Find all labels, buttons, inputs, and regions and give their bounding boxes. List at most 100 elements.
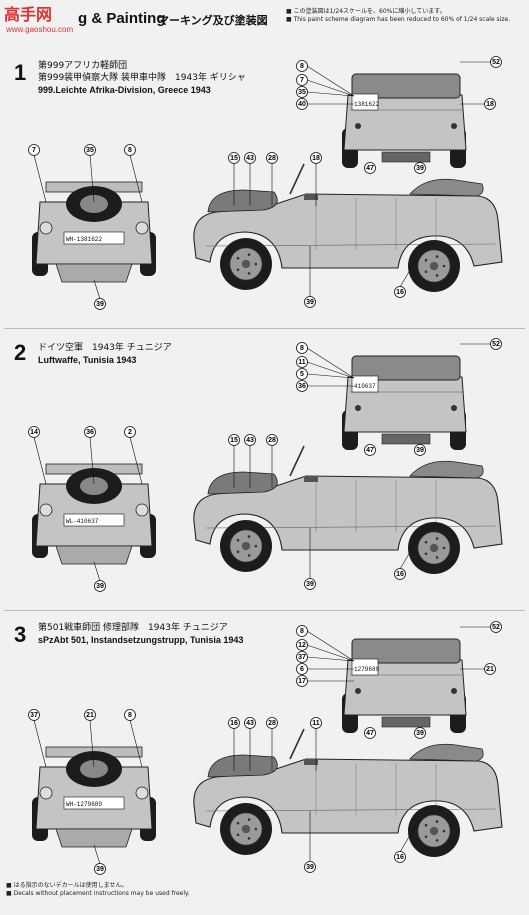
rear-plate-number: 410637	[354, 383, 376, 390]
spare-tire-side	[207, 754, 278, 778]
wheel	[408, 522, 460, 574]
callout: 39	[414, 444, 426, 456]
callout-label: 36	[86, 429, 94, 436]
callout-label: 39	[96, 583, 104, 590]
callout-label: 12	[298, 642, 306, 649]
wheel	[408, 805, 460, 857]
callout: 8	[296, 342, 308, 354]
section-2-line-1: ドイツ空軍 1943年 チュニジア	[38, 343, 172, 353]
rear-license-plate	[351, 93, 379, 111]
callout: 39	[304, 861, 316, 873]
callout: 8	[296, 60, 308, 72]
callout: 36	[84, 426, 96, 438]
rear-license-plate	[351, 658, 379, 676]
callout-label: 39	[416, 447, 424, 454]
headlight	[135, 786, 149, 800]
scale-note-en: ■ This paint scheme diagram has been red…	[286, 16, 511, 23]
callout-label: 6	[300, 666, 304, 673]
callout: 15	[228, 152, 240, 164]
callout: 21	[484, 663, 496, 675]
callout: 39	[94, 580, 106, 592]
callout-label: 28	[268, 155, 276, 162]
callout: 37	[28, 709, 40, 721]
scale-note: ■ この塗装図は1/24スケールを、60%に縮小しています。 ■ This pa…	[286, 8, 510, 24]
side-body	[193, 193, 503, 269]
callout-label: 39	[306, 864, 314, 871]
section-2-caption: ドイツ空軍 1943年 チュニジア Luftwaffe, Tunisia 194…	[38, 342, 172, 366]
seat	[304, 194, 318, 200]
callout: 43	[244, 152, 256, 164]
watermark-logo: 高手网 www.gaoshou.com	[4, 5, 73, 34]
callout-label: 52	[492, 624, 500, 631]
folded-top	[409, 178, 484, 197]
callout-label: 39	[416, 165, 424, 172]
front-apron	[55, 263, 133, 283]
callout-label: 7	[300, 77, 304, 84]
callout-label: 21	[86, 712, 94, 719]
front-license-plate	[63, 513, 125, 527]
callout: 37	[296, 651, 308, 663]
section-3-caption: 第501戦車師団 修理部隊 1943年 チュニジア sPzAbt 501, In…	[38, 622, 243, 646]
callout-label: 15	[230, 155, 238, 162]
callout-label: 35	[86, 147, 94, 154]
callout-label: 14	[30, 429, 38, 436]
decal-note-jp: ■ はる指示のないデカールは使用しません。	[6, 882, 128, 889]
page-title-jp: マーキング及び塗装図	[158, 14, 268, 27]
callout: 7	[296, 74, 308, 86]
callout: 43	[244, 717, 256, 729]
callout-label: 5	[300, 371, 304, 378]
callout: 47	[364, 162, 376, 174]
seat	[304, 476, 318, 482]
folded-top	[351, 638, 461, 664]
callout: 28	[266, 717, 278, 729]
callout: 16	[394, 568, 406, 580]
wheel	[220, 520, 272, 572]
section-3-line-1: 第501戦車師団 修理部隊 1943年 チュニジア	[38, 623, 228, 633]
folded-top	[351, 355, 461, 381]
callout: 16	[394, 286, 406, 298]
callout-label: 8	[128, 712, 132, 719]
headlight	[39, 503, 53, 517]
callout: 16	[394, 851, 406, 863]
callout: 47	[364, 444, 376, 456]
front-plate-number: WL-410637	[66, 518, 99, 525]
callout-label: 8	[300, 63, 304, 70]
rear-license-plate	[351, 375, 379, 393]
wheel	[408, 240, 460, 292]
section-3-number: 3	[14, 622, 27, 647]
callout: 52	[490, 56, 502, 68]
callout: 11	[310, 717, 322, 729]
callout-label: 16	[396, 289, 404, 296]
decal-note: ■ はる指示のないデカールは使用しません。 ■ Decals without p…	[6, 882, 190, 898]
callout: 6	[296, 663, 308, 675]
callout-label: 43	[246, 437, 254, 444]
callout-label: 39	[306, 299, 314, 306]
front-plate-number: WH-1279689	[66, 801, 102, 808]
callout: 43	[244, 434, 256, 446]
windshield	[289, 728, 305, 760]
section-2-line-2: Luftwaffe, Tunisia 1943	[38, 355, 137, 365]
callout: 7	[28, 144, 40, 156]
callout-label: 39	[306, 581, 314, 588]
callout-label: 35	[298, 89, 306, 96]
folded-top	[409, 743, 484, 762]
front-plate-number: WH-1381622	[66, 236, 102, 243]
callout: 16	[228, 717, 240, 729]
headlight	[39, 221, 53, 235]
callout: 39	[414, 727, 426, 739]
side-body	[193, 475, 503, 551]
rear-plate-number: 1279689	[354, 666, 380, 673]
callout: 39	[414, 162, 426, 174]
decal-note-en: ■ Decals without placement instructions …	[6, 890, 190, 897]
callout: 39	[304, 296, 316, 308]
callout: 28	[266, 434, 278, 446]
front-apron	[55, 545, 133, 565]
callout: 52	[490, 621, 502, 633]
wheel	[220, 238, 272, 290]
callout-label: 28	[268, 437, 276, 444]
callout-label: 11	[298, 359, 306, 366]
